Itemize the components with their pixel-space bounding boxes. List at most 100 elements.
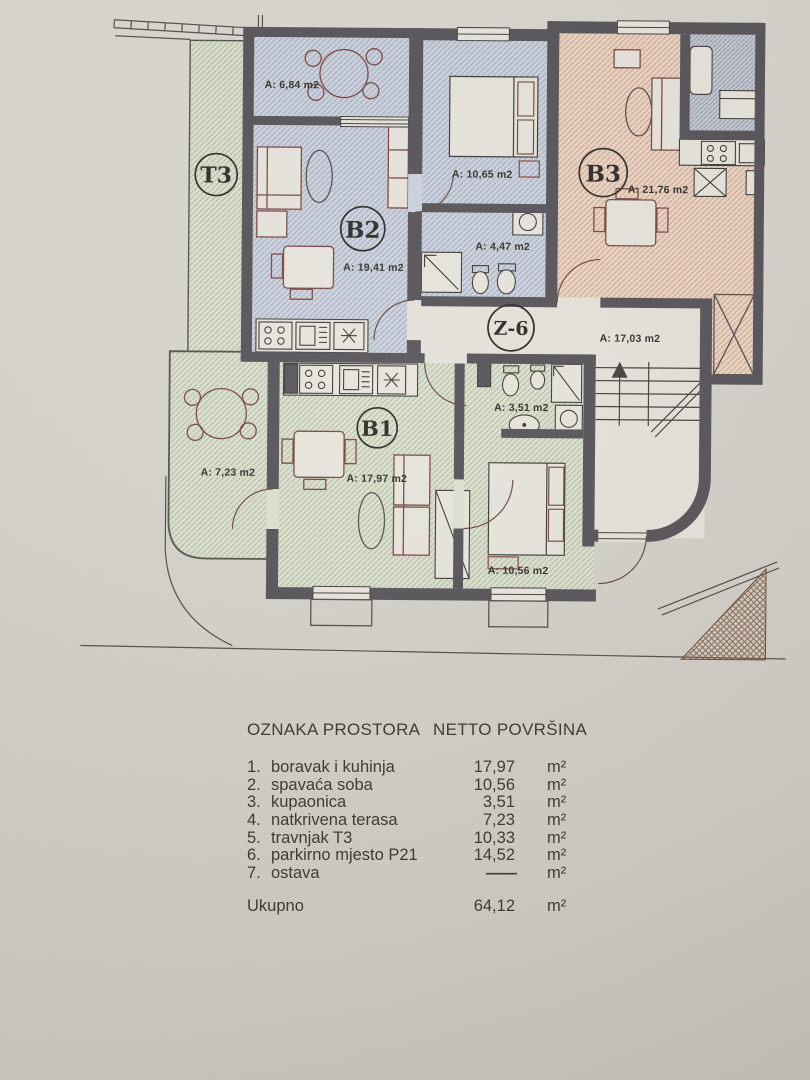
b2-wardrobe (387, 121, 410, 209)
table-row: 3. kupaonica 3,51 m² (247, 793, 607, 811)
total-unit: m² (547, 896, 567, 915)
row-name: natkrivena terasa (271, 811, 398, 830)
b1-living-area: A: 17,97 m2 (346, 473, 407, 485)
b2-label: B2 (345, 217, 381, 244)
row-unit: m² (547, 775, 567, 794)
row-unit: m² (547, 828, 567, 847)
row-name: ostava (271, 864, 320, 883)
b2-bath-fixtures (420, 208, 544, 295)
row-unit: m² (547, 864, 567, 883)
row-num: 5. (247, 828, 261, 847)
row-value: 10,33 (473, 828, 515, 847)
area-table-rows: 1. boravak i kuhinja 17,97 m² 2. spavaća… (247, 758, 607, 882)
row-num: 7. (247, 864, 261, 883)
site-edge-left (164, 476, 167, 551)
stair-handrail (650, 379, 707, 438)
total-value: 64,12 (473, 896, 515, 915)
building-entry-door-arc (598, 535, 647, 585)
b2-terrace-table (304, 48, 383, 101)
table-row: 2. spavaća soba 10,56 m² (247, 776, 607, 794)
header-netto: NETTO POVRŠINA (433, 720, 588, 739)
b1-bedroom-door-arc (463, 479, 514, 530)
b3-sofa (613, 49, 685, 151)
row-value: 10,56 (473, 775, 515, 794)
floor-plan-svg: T3 B2 B3 B1 Z-6 A: 6,84 m2 A: 10,65 m2 A… (80, 14, 786, 661)
b2-terrace-area: A: 6,84 m2 (265, 79, 320, 91)
b2-terrace-floor (244, 28, 422, 128)
table-row: 5. travnjak T3 10,33 m² (247, 829, 607, 847)
b2-entry-door-arc (373, 299, 415, 340)
b1-sofa (392, 454, 431, 556)
site-curve-bottom-left (164, 550, 233, 647)
b3-kitchen (678, 138, 766, 167)
row-value: 14,52 (473, 846, 515, 865)
b2-rug (305, 149, 333, 204)
boundary-line (115, 35, 191, 40)
plan-labels: T3 B2 B3 B1 Z-6 A: 6,84 m2 A: 10,65 m2 A… (194, 79, 689, 577)
b2-sofa (256, 146, 303, 238)
b1-kitchen (282, 362, 419, 397)
b1-circle (356, 406, 399, 449)
b1-entry-door-arc (424, 363, 467, 407)
b1-bedroom-area: A: 10,56 m2 (488, 565, 549, 577)
total-label: Ukupno (247, 896, 304, 915)
stairs-up-arrow (611, 361, 628, 378)
area-table-header: OZNAKA PROSTORA NETTO POVRŠINA (247, 720, 607, 742)
b2-bed (448, 75, 540, 178)
row-value: 3,51 (482, 793, 515, 812)
row-unit: m² (547, 846, 567, 865)
row-value: —— (486, 864, 517, 883)
b1-bed (487, 462, 566, 570)
door-gaps (266, 174, 647, 542)
b3-label: B3 (585, 160, 621, 187)
parking-hatch-triangle (680, 567, 767, 661)
row-num: 2. (247, 775, 261, 794)
b3-entry-door-arc (556, 258, 601, 303)
row-num: 1. (247, 758, 261, 776)
corridor-area: A: 17,03 m2 (600, 333, 661, 345)
staircase (595, 361, 707, 438)
row-name: boravak i kuhinja (271, 758, 395, 776)
door-arcs (231, 174, 647, 585)
b1-label: B1 (361, 416, 394, 441)
table-row: 6. parkirno mjesto P21 14,52 m² (247, 846, 607, 864)
b3-living-area: A: 21,76 m2 (628, 184, 689, 196)
b2-bath-area: A: 4,47 m2 (475, 241, 530, 253)
row-name: parkirno mjesto P21 (271, 846, 418, 865)
b2-bedroom-area: A: 10,65 m2 (452, 168, 513, 180)
corridor-floor (416, 302, 707, 363)
row-value: 7,23 (482, 811, 515, 830)
b1-bath-area: A: 3,51 m2 (494, 402, 549, 414)
area-table: OZNAKA PROSTORA NETTO POVRŠINA 1. borava… (247, 720, 607, 916)
floor-plan: T3 B2 B3 B1 Z-6 A: 6,84 m2 A: 10,65 m2 A… (80, 14, 786, 661)
z6-circle (487, 304, 535, 352)
row-name: travnjak T3 (271, 828, 353, 847)
row-value: 17,97 (473, 758, 515, 776)
b1-dining-table (281, 430, 357, 491)
b1-terrace-table (183, 387, 260, 442)
t3-circle (194, 152, 239, 197)
curved-wall (646, 303, 713, 542)
table-row: 1. boravak i kuhinja 17,97 m² (247, 758, 607, 776)
b1-wardrobe (434, 489, 471, 580)
b1-terrace-area: A: 7,23 m2 (201, 466, 256, 478)
row-num: 3. (247, 793, 261, 812)
b3-dining-table (593, 188, 669, 247)
b1-terrace-door-arc (231, 488, 273, 529)
table-row: 7. ostava —— m² (247, 864, 607, 882)
row-name: spavaća soba (271, 775, 373, 794)
b2-kitchen (255, 318, 369, 354)
t3-label: T3 (200, 162, 232, 188)
b2-circle (339, 205, 386, 252)
furniture (183, 45, 766, 580)
neighbor-fixtures (689, 45, 759, 120)
table-total-row: Ukupno 64,12 m² (247, 897, 607, 916)
b1-terrace-floor (167, 350, 271, 560)
row-unit: m² (547, 793, 567, 812)
row-name: kupaonica (271, 793, 347, 812)
b1-rug (357, 492, 386, 550)
row-unit: m² (547, 758, 567, 776)
z6-label: Z-6 (493, 318, 528, 340)
b2-living-area: A: 19,41 m2 (343, 262, 404, 274)
